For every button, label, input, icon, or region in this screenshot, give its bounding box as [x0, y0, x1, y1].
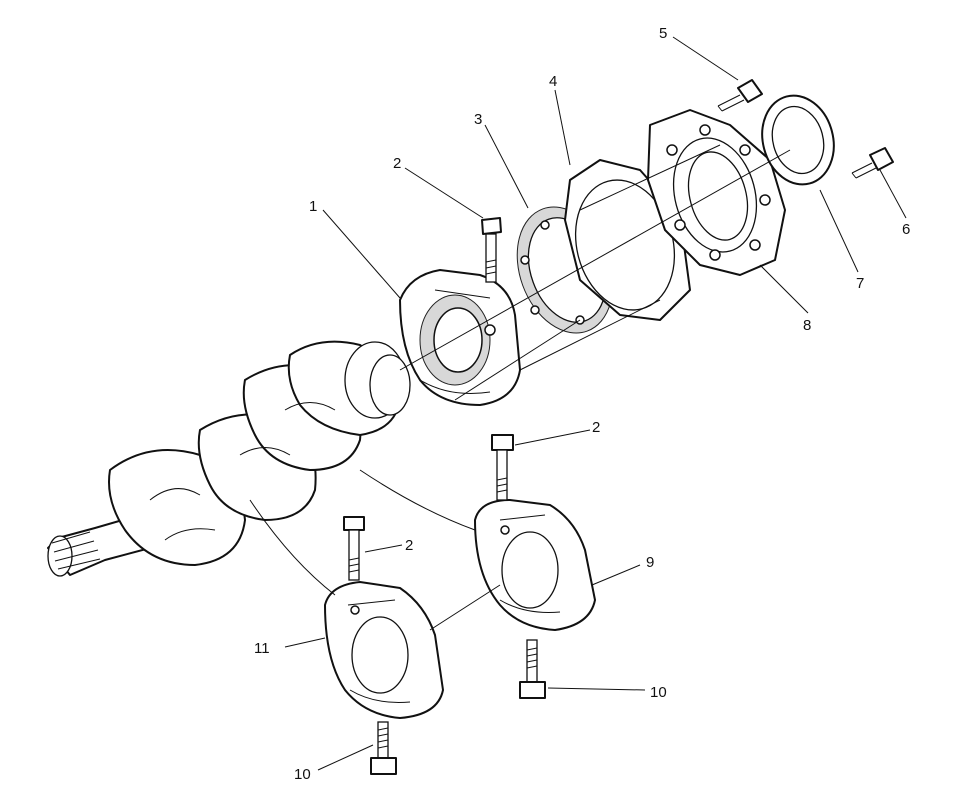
bolt-2-top	[481, 217, 502, 283]
crankshaft	[47, 340, 411, 577]
bolt-10-left	[370, 721, 397, 775]
callout-2-lower: 2	[405, 537, 413, 554]
bolt-2-lower	[343, 516, 365, 581]
crank-webs	[108, 340, 411, 566]
bolt-10-right	[519, 639, 546, 699]
seal-housing-8	[647, 109, 786, 276]
bolt-5	[717, 79, 763, 112]
callout-8: 8	[803, 317, 811, 334]
callout-3: 3	[474, 111, 482, 128]
callout-10-left: 10	[294, 766, 311, 783]
assembly-lines	[249, 144, 791, 631]
callout-9: 9	[646, 554, 654, 571]
callout-10-right: 10	[650, 684, 667, 701]
callout-2-top: 2	[393, 155, 401, 172]
callout-labels: 1 2 3 4 5 6 7 8 2 9 2 11 10 10	[254, 25, 910, 783]
bolt-2-middle	[491, 434, 514, 501]
bearing-cap-9	[474, 499, 596, 631]
leader-lines	[284, 36, 907, 771]
bearing-cap-11	[324, 581, 444, 719]
callout-11: 11	[254, 640, 270, 657]
callout-2-middle: 2	[592, 419, 600, 436]
callout-7: 7	[856, 275, 864, 292]
callout-6: 6	[902, 221, 910, 238]
bolt-6	[851, 147, 894, 179]
bearing-housing-1	[399, 269, 521, 406]
callout-5: 5	[659, 25, 667, 42]
callout-4: 4	[549, 73, 557, 90]
callout-1: 1	[309, 198, 317, 215]
oil-seal-7	[761, 94, 835, 186]
